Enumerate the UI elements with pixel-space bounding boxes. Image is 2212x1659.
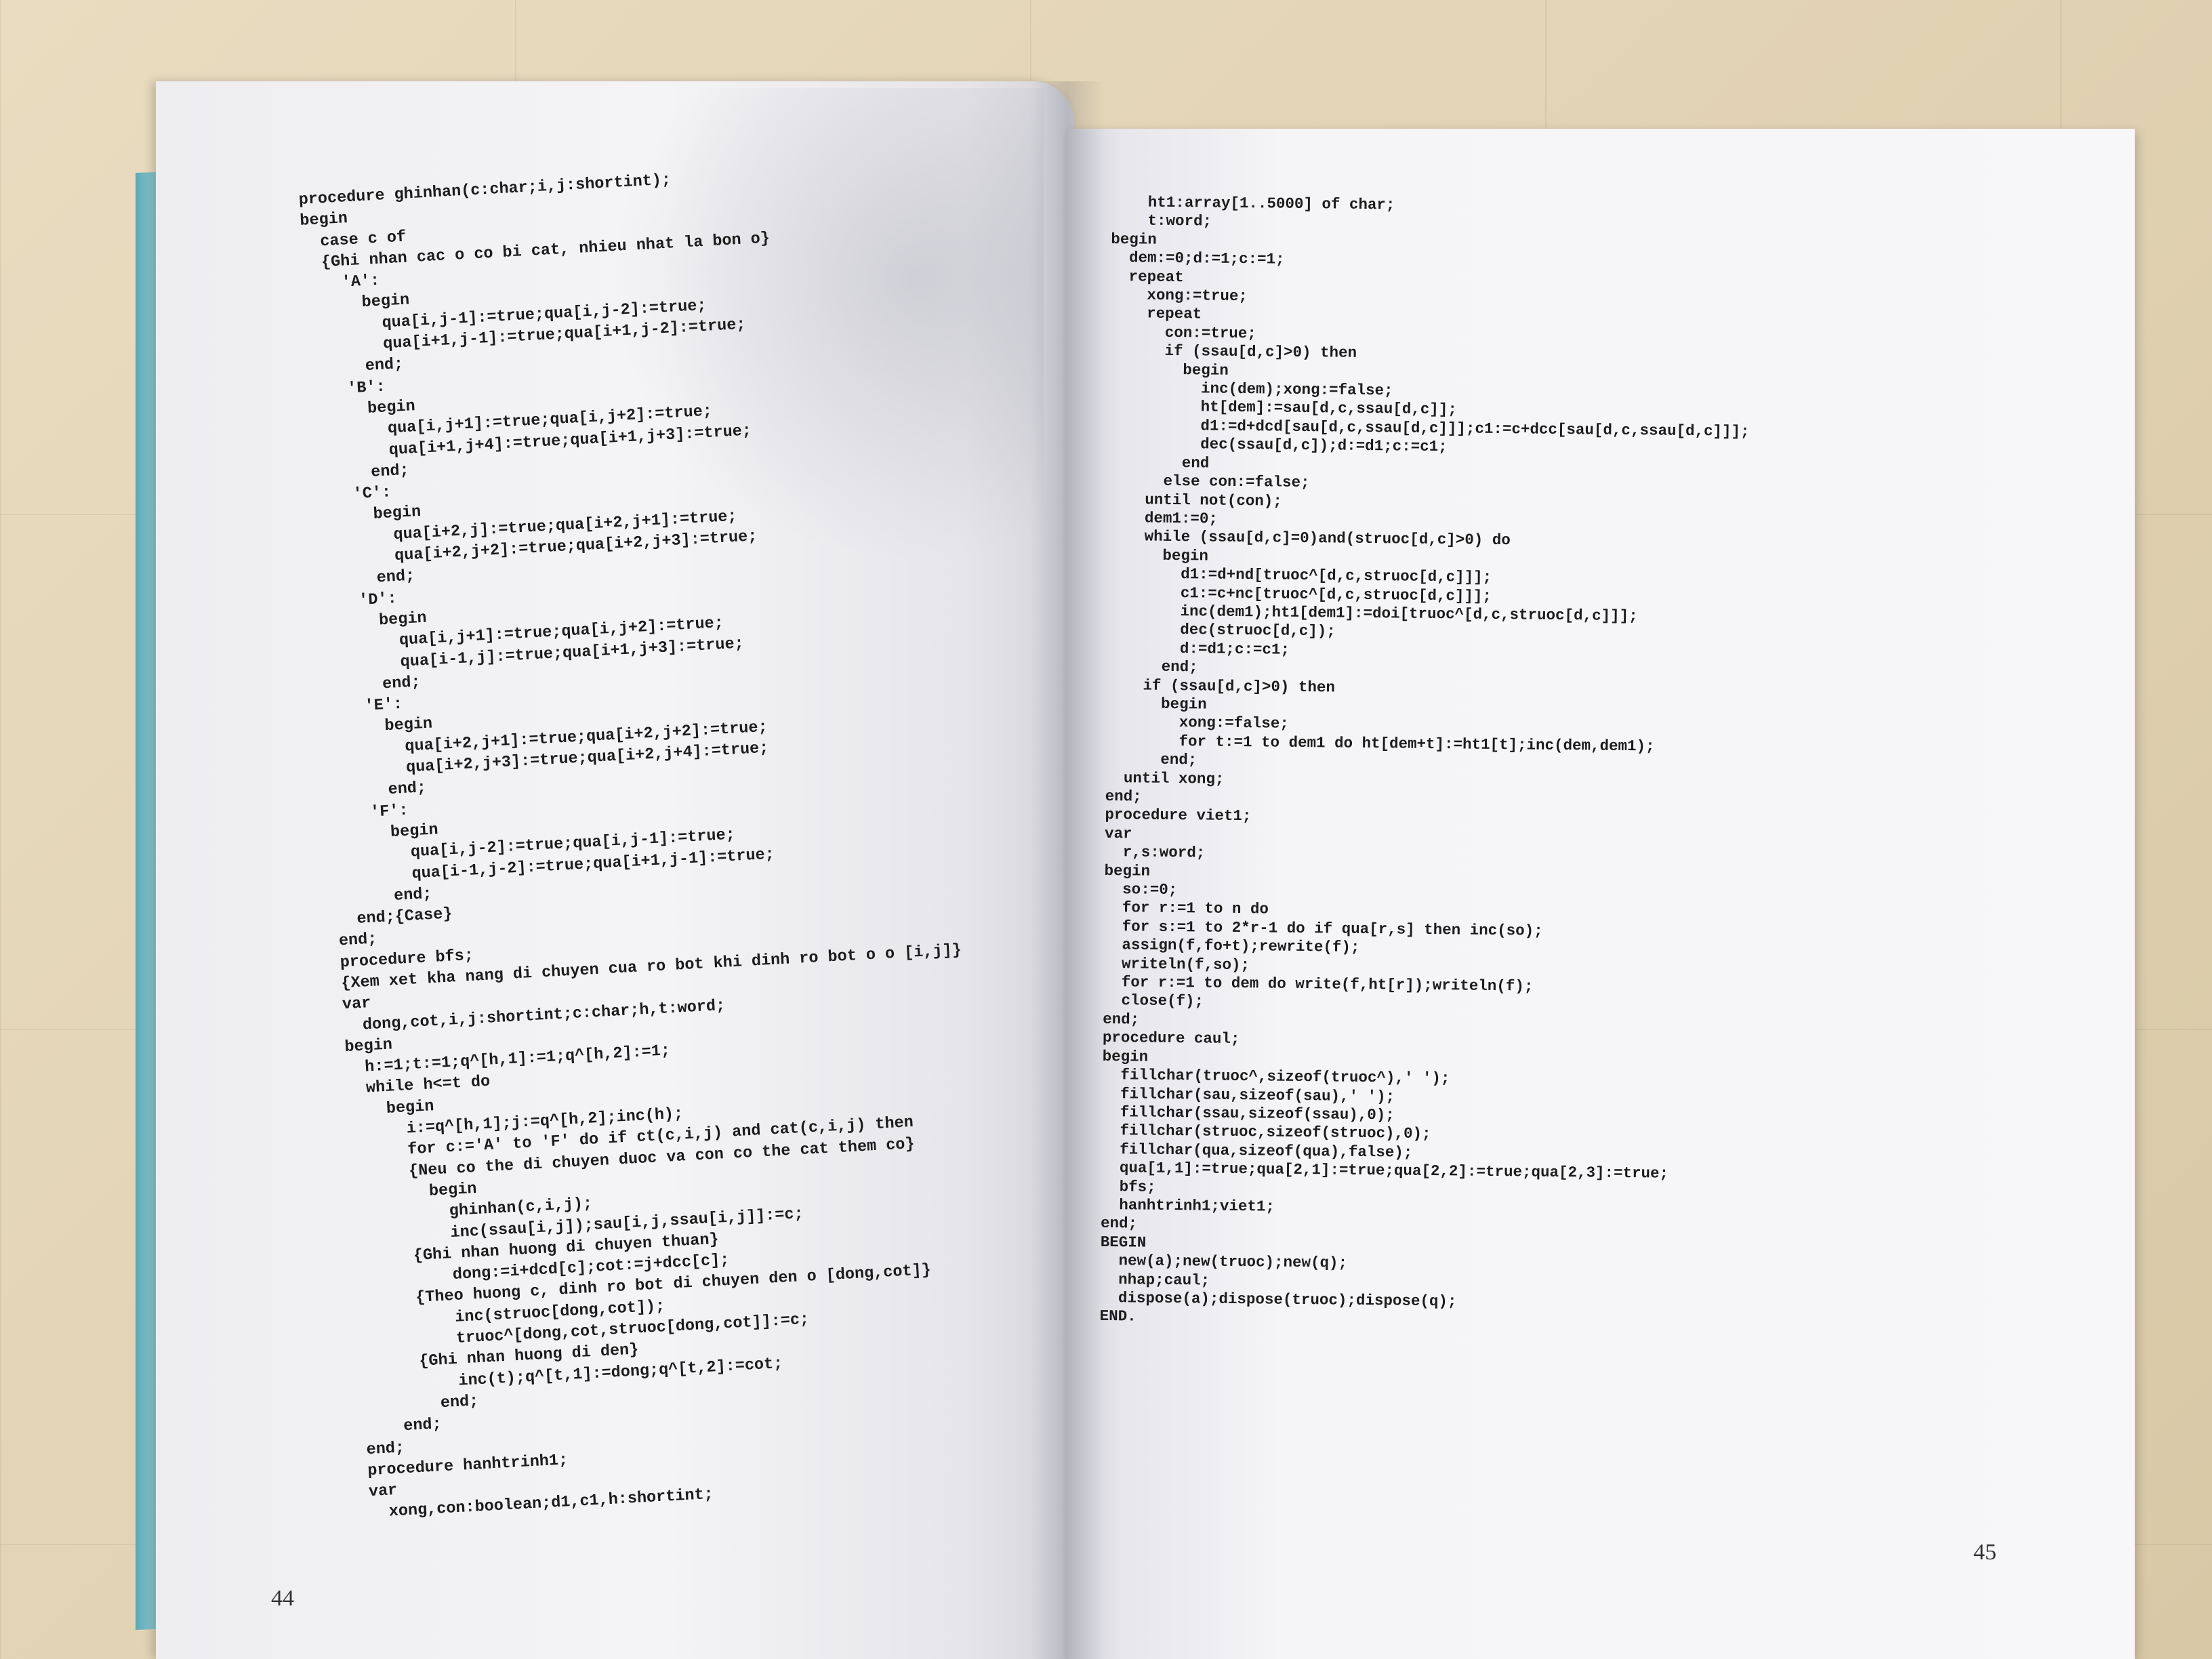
- left-page-number: 44: [271, 1586, 294, 1611]
- right-page: [1067, 129, 2135, 1659]
- page-curl-shadow: [610, 88, 1044, 562]
- right-page-number: 45: [1973, 1540, 1996, 1565]
- left-page-code: procedure ghinhan(c:char;i,j:shortint);b…: [298, 156, 991, 1523]
- right-page-code: ht1:array[1..5000] of char; t:word;begin…: [1099, 193, 1752, 1333]
- left-page: [156, 81, 1074, 1659]
- book-gutter: [1030, 81, 1105, 1659]
